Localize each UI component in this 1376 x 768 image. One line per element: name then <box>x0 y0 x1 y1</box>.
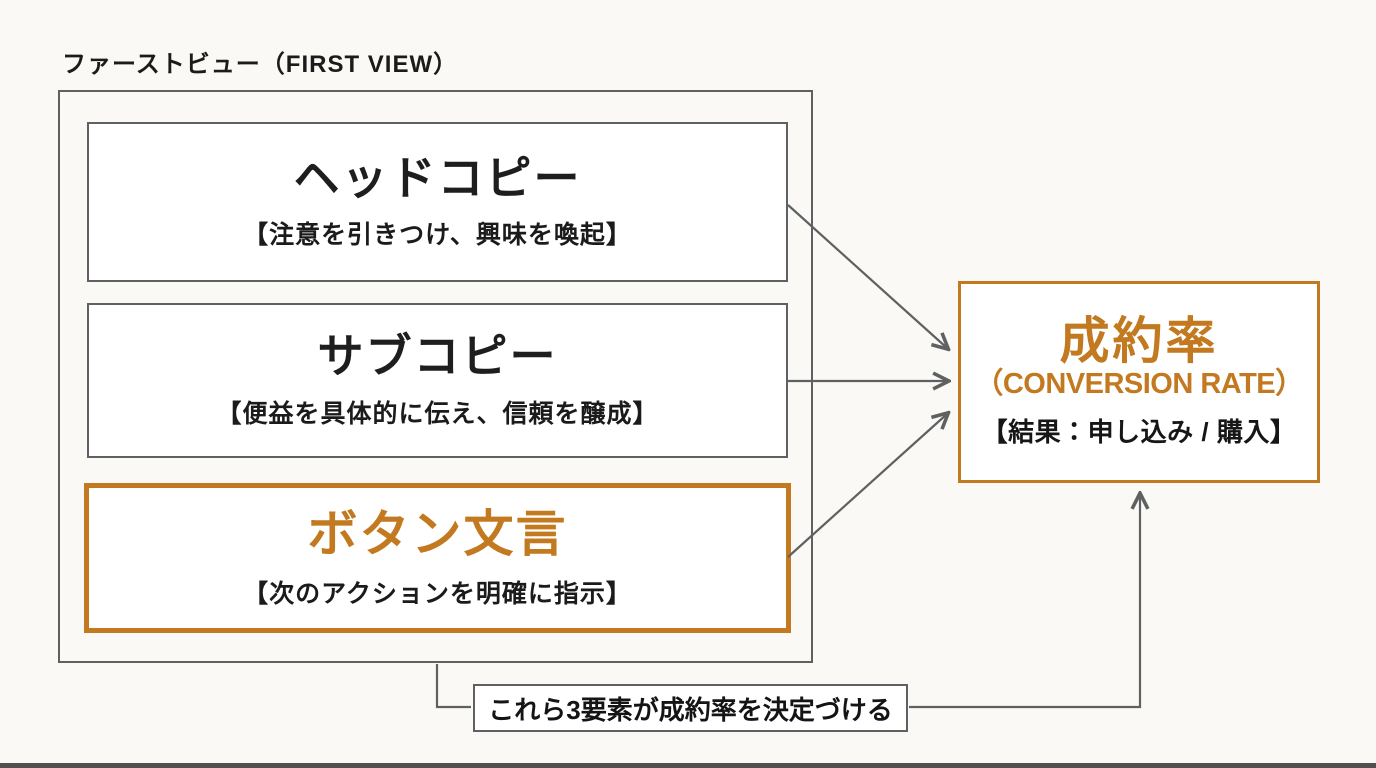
conversion-rate-title: 成約率 <box>1059 312 1219 369</box>
head-copy-subtitle: 【注意を引きつけ、興味を喚起】 <box>243 221 632 250</box>
head-copy-box: ヘッドコピー 【注意を引きつけ、興味を喚起】 <box>87 122 788 282</box>
sub-copy-box: サブコピー 【便益を具体的に伝え、信頼を醸成】 <box>87 303 788 458</box>
connector-container-to-label <box>435 664 471 709</box>
conversion-rate-box: 成約率 （CONVERSION RATE） 【結果：申し込み / 購入】 <box>958 281 1320 483</box>
sub-copy-subtitle: 【便益を具体的に伝え、信頼を醸成】 <box>216 399 659 428</box>
head-copy-title: ヘッドコピー <box>293 151 582 204</box>
button-copy-box: ボタン文言 【次のアクションを明確に指示】 <box>84 483 791 633</box>
first-view-container <box>58 90 813 663</box>
button-copy-title: ボタン文言 <box>307 505 568 562</box>
conversion-rate-subtitle: （CONVERSION RATE） <box>974 368 1304 401</box>
connector-label-to-conversion <box>909 495 1140 709</box>
button-copy-subtitle: 【次のアクションを明確に指示】 <box>243 579 632 608</box>
sub-copy-title: サブコピー <box>317 330 558 383</box>
footer-label-box: これら3要素が成約率を決定づける <box>473 684 908 732</box>
bottom-edge-strip <box>0 763 1376 768</box>
footer-label-text: これら3要素が成約率を決定づける <box>488 694 893 725</box>
conversion-rate-note: 【結果：申し込み / 購入】 <box>981 417 1297 448</box>
diagram-title: ファーストビュー（FIRST VIEW） <box>62 51 459 78</box>
